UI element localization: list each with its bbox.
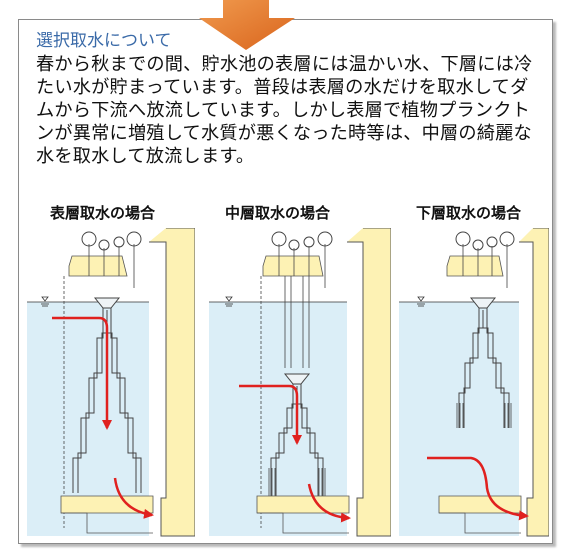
suspended-pipes — [456, 403, 512, 428]
water-level-mark-icon — [225, 296, 233, 307]
caption-bottom-intake: 下層取水の場合 — [416, 204, 522, 222]
flow-arrow — [239, 384, 302, 445]
water-level-mark-icon — [417, 296, 425, 307]
intake-tower — [72, 308, 142, 493]
hoist-pulleys — [455, 231, 515, 251]
outflow-arrow — [307, 483, 351, 523]
flow-arrow — [52, 316, 112, 430]
hoist-pulleys — [271, 231, 333, 251]
section-title: 選択取水について — [36, 31, 172, 51]
dam-body — [149, 228, 195, 537]
dam-body — [519, 228, 549, 537]
water-level-mark-icon — [41, 296, 49, 307]
flow-arrow — [427, 456, 529, 521]
diagram-bottom-intake — [399, 228, 549, 537]
hoist-pulleys — [81, 231, 142, 251]
arrow-down-icon — [199, 0, 295, 50]
diagram-middle-intake — [209, 228, 391, 537]
dam-body — [347, 228, 391, 537]
submerged-pipes — [268, 468, 326, 496]
intake-tower — [458, 308, 510, 428]
caption-surface-intake: 表層取水の場合 — [50, 204, 156, 222]
outflow-arrow — [113, 477, 154, 519]
description-text: 春から秋までの間、貯水池の表層には温かい水、下層には冷たい水が貯まっています。普… — [36, 54, 533, 167]
guide-rails — [284, 276, 310, 368]
caption-middle-intake: 中層取水の場合 — [225, 204, 331, 222]
diagram-surface-intake — [27, 228, 195, 537]
